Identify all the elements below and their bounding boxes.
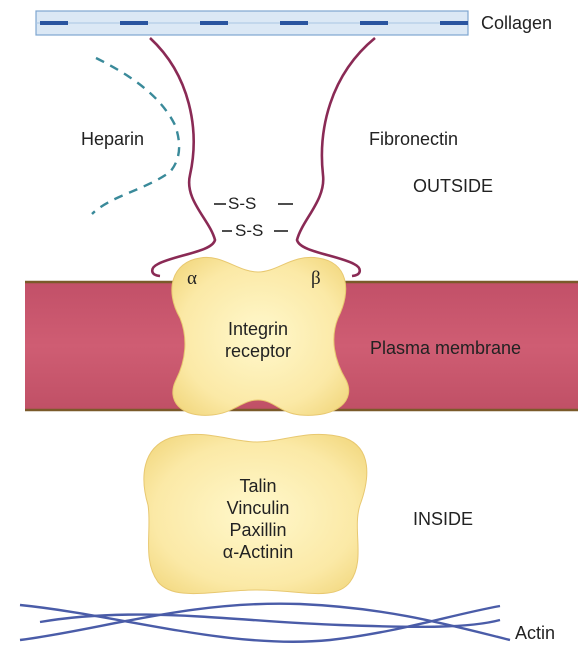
inside-label: INSIDE: [413, 509, 474, 529]
heparin-label: Heparin: [81, 129, 145, 149]
integrin-receptor-label: Integrin receptor: [200, 318, 316, 362]
collagen-label: Collagen: [481, 13, 553, 33]
actin-filaments: [19, 602, 511, 643]
fibronectin-label: Fibronectin: [369, 129, 459, 149]
outside-label: OUTSIDE: [413, 176, 494, 196]
heparin-chain: [91, 56, 181, 215]
collagen-fiber: [35, 10, 469, 36]
disulfide-bond-label-2: S-S: [235, 221, 264, 240]
inside-protein-item: Paxillin: [229, 520, 287, 540]
disulfide-bond-label-1: S-S: [228, 194, 257, 213]
fibronectin-right-strand: [295, 36, 376, 278]
integrin-label-line-2: receptor: [224, 341, 292, 361]
beta-subunit-label: β: [311, 268, 321, 289]
inside-protein-item: Vinculin: [226, 498, 290, 518]
inside-protein-list: Talin Vinculin Paxillin α-Actinin: [190, 475, 326, 563]
plasma-membrane-label: Plasma membrane: [370, 338, 522, 358]
integrin-receptor: [171, 256, 350, 416]
inside-protein-item: Talin: [239, 476, 277, 496]
cytoplasmic-protein-complex: [143, 433, 368, 595]
fibronectin-left-strand: [149, 37, 217, 278]
integrin-label-line-1: Integrin: [227, 319, 289, 339]
actin-label: Actin: [515, 623, 556, 643]
inside-protein-item: α-Actinin: [222, 542, 294, 562]
alpha-subunit-label: α: [187, 268, 197, 289]
